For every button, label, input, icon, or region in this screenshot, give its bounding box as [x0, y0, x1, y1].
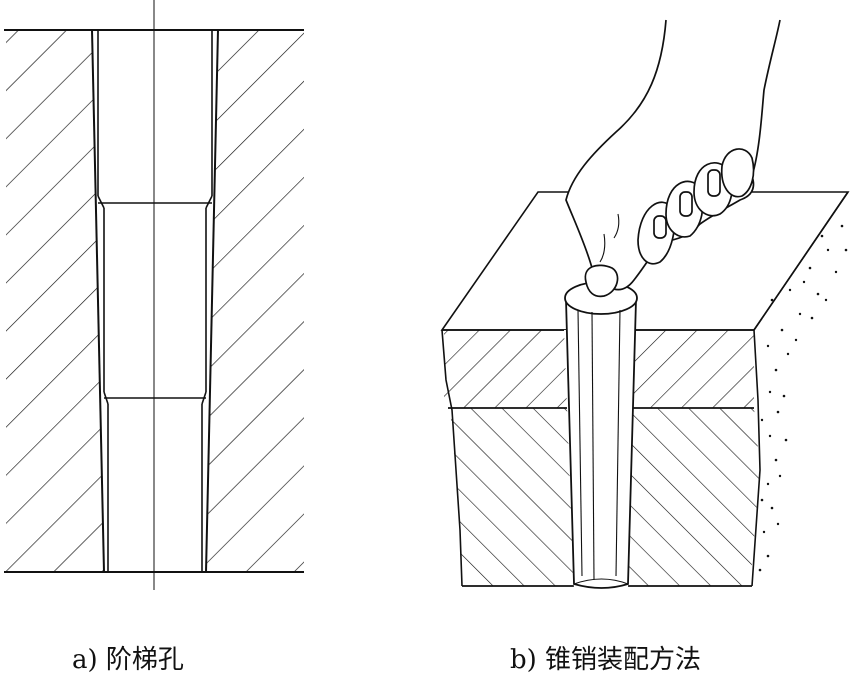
stepped-bore-profile: [97, 30, 213, 572]
stipple-broken-face: [758, 224, 848, 572]
finger-4: [720, 148, 755, 198]
right-hole-wall: [205, 29, 219, 573]
thumb-nail: [584, 264, 619, 298]
taper-pin-body: [565, 299, 637, 589]
left-hole-wall: [91, 29, 105, 573]
panel-b-taper-pin-assembly: [440, 19, 850, 590]
taper-pin: [564, 281, 638, 589]
caption-a: a) 阶梯孔: [72, 645, 184, 674]
left-wall-hatch: [6, 30, 104, 572]
left-broken-edge: [441, 329, 463, 587]
hand-icon: [565, 19, 781, 298]
panel-a-stepped-hole: [4, 0, 304, 590]
right-wall-hatch: [206, 30, 304, 572]
right-side-edge: [751, 191, 849, 587]
caption-b: b) 锥销装配方法: [510, 645, 701, 674]
